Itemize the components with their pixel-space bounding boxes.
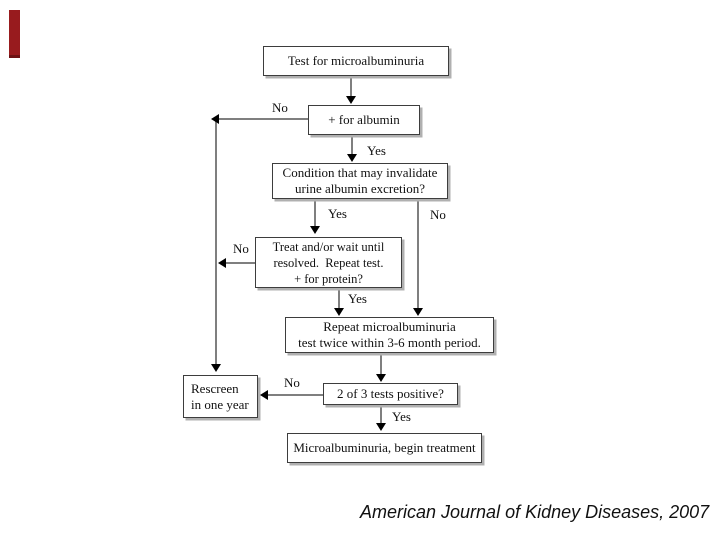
node-positive-for-albumin: + for albumin <box>308 105 420 135</box>
arrowhead-down-icon <box>211 364 221 372</box>
connector-twoofthree-no-horizontal <box>264 394 323 396</box>
node-treat-and-wait: Treat and/or wait until resolved. Repeat… <box>255 237 402 288</box>
node-label-line: urine albumin excretion? <box>295 181 425 196</box>
edge-label-albumin-no: No <box>272 100 288 115</box>
connector-no-branch-vertical <box>215 118 217 366</box>
arrowhead-left-icon <box>218 258 226 268</box>
node-label: 2 of 3 tests positive? <box>337 386 444 401</box>
node-label-line: + for protein? <box>294 271 363 286</box>
edge-label-twoofthree-no: No <box>284 375 300 390</box>
node-label: Test for microalbuminuria <box>287 53 425 68</box>
connector-test-to-albumin <box>350 76 352 98</box>
node-label-line: Condition that may invalidate <box>282 165 438 180</box>
node-label-line: Repeat microalbuminuria <box>323 319 456 334</box>
arrowhead-down-icon <box>310 226 320 234</box>
node-label-line: resolved. Repeat test. <box>273 255 384 270</box>
arrowhead-left-icon <box>260 390 268 400</box>
arrowhead-down-icon <box>334 308 344 316</box>
node-repeat-test: Repeat microalbuminuria test twice withi… <box>285 317 494 353</box>
arrowhead-down-icon <box>347 154 357 162</box>
edge-label-treat-yes: Yes <box>348 291 367 306</box>
connector-treat-no-horizontal <box>225 262 255 264</box>
node-label-line: Rescreen <box>191 380 239 396</box>
arrowhead-down-icon <box>346 96 356 104</box>
edge-label-condition-yes: Yes <box>328 206 347 221</box>
node-condition-invalidate: Condition that may invalidate urine albu… <box>272 163 448 199</box>
connector-repeat-to-twoofthree <box>380 353 382 375</box>
connector-treat-yes-vertical <box>338 287 340 310</box>
node-two-of-three-positive: 2 of 3 tests positive? <box>323 383 458 405</box>
slide-caption: American Journal of Kidney Diseases, 200… <box>360 502 710 522</box>
arrowhead-left-icon <box>211 114 219 124</box>
node-label-line: test twice within 3-6 month period. <box>298 335 481 350</box>
edge-label-condition-no: No <box>430 207 446 222</box>
arrowhead-down-icon <box>376 423 386 431</box>
node-label: + for albumin <box>328 112 400 127</box>
connector-condition-yes-vertical <box>314 198 316 229</box>
edge-label-treat-no: No <box>233 241 249 256</box>
node-label-line: Treat and/or wait until <box>272 239 385 254</box>
edge-label-twoofthree-yes: Yes <box>392 409 411 424</box>
connector-albumin-no-horizontal <box>216 118 308 120</box>
arrowhead-down-icon <box>376 374 386 382</box>
node-rescreen-one-year: Rescreen in one year <box>183 375 258 418</box>
node-begin-treatment: Microalbuminuria, begin treatment <box>287 433 482 463</box>
node-label: Microalbuminuria, begin treatment <box>293 440 476 455</box>
slide-accent-bar <box>9 10 20 58</box>
connector-albumin-to-condition <box>351 135 353 156</box>
node-label-line: in one year <box>191 396 249 412</box>
connector-condition-no-vertical <box>417 198 419 310</box>
connector-twoofthree-yes-vertical <box>380 405 382 426</box>
arrowhead-down-icon <box>413 308 423 316</box>
edge-label-albumin-yes: Yes <box>367 143 386 158</box>
node-test-for-microalbuminuria: Test for microalbuminuria <box>263 46 449 76</box>
